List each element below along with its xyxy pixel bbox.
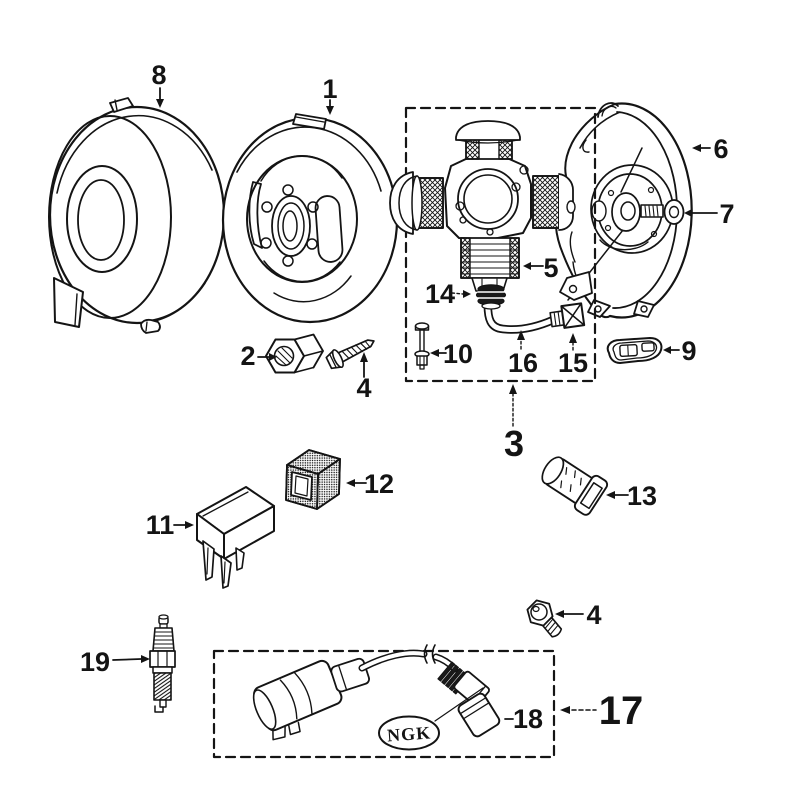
connector-part-15: [549, 302, 586, 329]
callout-14-label: 14: [425, 279, 455, 309]
callout-15: 15: [558, 333, 588, 378]
callout-4-bottom-label: 4: [586, 600, 601, 630]
fan-cover-foot-right: [633, 300, 655, 318]
cdi-unit-part-11: [196, 486, 275, 589]
fan-cover-foot-left: [587, 299, 611, 318]
flywheel-left-slot: [248, 181, 263, 249]
callout-4-bottom: 4: [555, 600, 602, 630]
callout-13-label: 13: [627, 481, 657, 511]
stator-left-coil: [389, 171, 444, 235]
callout-1-label: 1: [322, 74, 337, 104]
callout-17: 17: [560, 689, 643, 733]
group-box-17: [212, 649, 556, 759]
callout-16-label: 16: [508, 348, 538, 378]
callout-2-label: 2: [240, 341, 255, 371]
plug-cap-part-18: [453, 670, 501, 738]
callout-12: 12: [346, 469, 394, 499]
cover-top-tab: [109, 97, 134, 113]
callout-10: 10: [430, 339, 473, 369]
callout-10-label: 10: [443, 339, 473, 369]
inspection-cap-part-9: [606, 337, 663, 364]
callout-19: 19: [80, 647, 150, 677]
callout-8-label: 8: [151, 60, 166, 90]
cover-spout: [53, 277, 84, 328]
callout-17-label: 17: [599, 689, 644, 733]
callout-6-label: 6: [713, 134, 728, 164]
callout-11-label: 11: [146, 510, 175, 540]
callout-16: 16: [508, 330, 538, 378]
connector-part-13: [541, 456, 609, 516]
stator-assembly-part-3: [389, 120, 586, 370]
callout-18-label: 18: [513, 704, 543, 734]
flywheel-part-1: [221, 113, 399, 324]
ngk-logo: [378, 687, 484, 751]
callout-9-label: 9: [681, 336, 696, 366]
callout-12-label: 12: [364, 469, 394, 499]
callout-8: 8: [151, 60, 167, 108]
callout-19-label: 19: [80, 647, 110, 677]
callout-6: 6: [692, 134, 729, 164]
callout-9: 9: [663, 336, 697, 366]
flywheel-top-tab: [292, 113, 327, 130]
callout-5-label: 5: [543, 253, 558, 283]
plug-wire-neck: [330, 657, 370, 693]
callout-14: 14: [425, 279, 471, 309]
callout-11: 11: [146, 510, 194, 540]
callout-4-top-label: 4: [356, 373, 371, 403]
screw-part-4-bottom: [526, 599, 563, 638]
callout-5: 5: [523, 253, 559, 283]
mesh-cube-part-12: [285, 449, 341, 510]
ignition-coil-part-5: [460, 237, 520, 292]
screw-part-4-top: [325, 339, 375, 370]
callout-2: 2: [240, 341, 277, 371]
stator-top-coil: [455, 120, 521, 160]
callout-18: 18: [504, 704, 543, 734]
callout-13: 13: [606, 481, 657, 511]
callout-7-label: 7: [719, 199, 734, 229]
washer-stack-part-14: [475, 284, 507, 310]
screw-part-10: [414, 322, 430, 370]
cover-bottom-tab: [140, 318, 161, 334]
callout-3-label: 3: [504, 423, 524, 464]
group-box-3: [404, 106, 597, 383]
shaft-bolt-part-7: [640, 199, 685, 225]
callout-15-label: 15: [558, 348, 588, 378]
flywheel-right-slot: [314, 195, 344, 263]
fan-cover-left-arm: [559, 271, 593, 301]
fan-cover-part-6: [551, 102, 693, 319]
callout-7: 7: [684, 199, 735, 229]
nut-part-2: [265, 333, 324, 374]
callout-3: 3: [504, 384, 524, 464]
cover-part-8: [48, 97, 226, 334]
spark-plug-part-19: [149, 614, 176, 713]
fan-cover-top-tab: [597, 102, 619, 118]
wire-part-16: [483, 295, 558, 334]
plug-wire-boot: [252, 659, 343, 741]
callout-1: 1: [322, 74, 338, 115]
stator-right-coil: [532, 173, 576, 231]
callout-4-top: 4: [356, 352, 372, 403]
plug-wire-assembly: [252, 644, 501, 751]
ngk-logo-text: NGK: [386, 722, 431, 745]
